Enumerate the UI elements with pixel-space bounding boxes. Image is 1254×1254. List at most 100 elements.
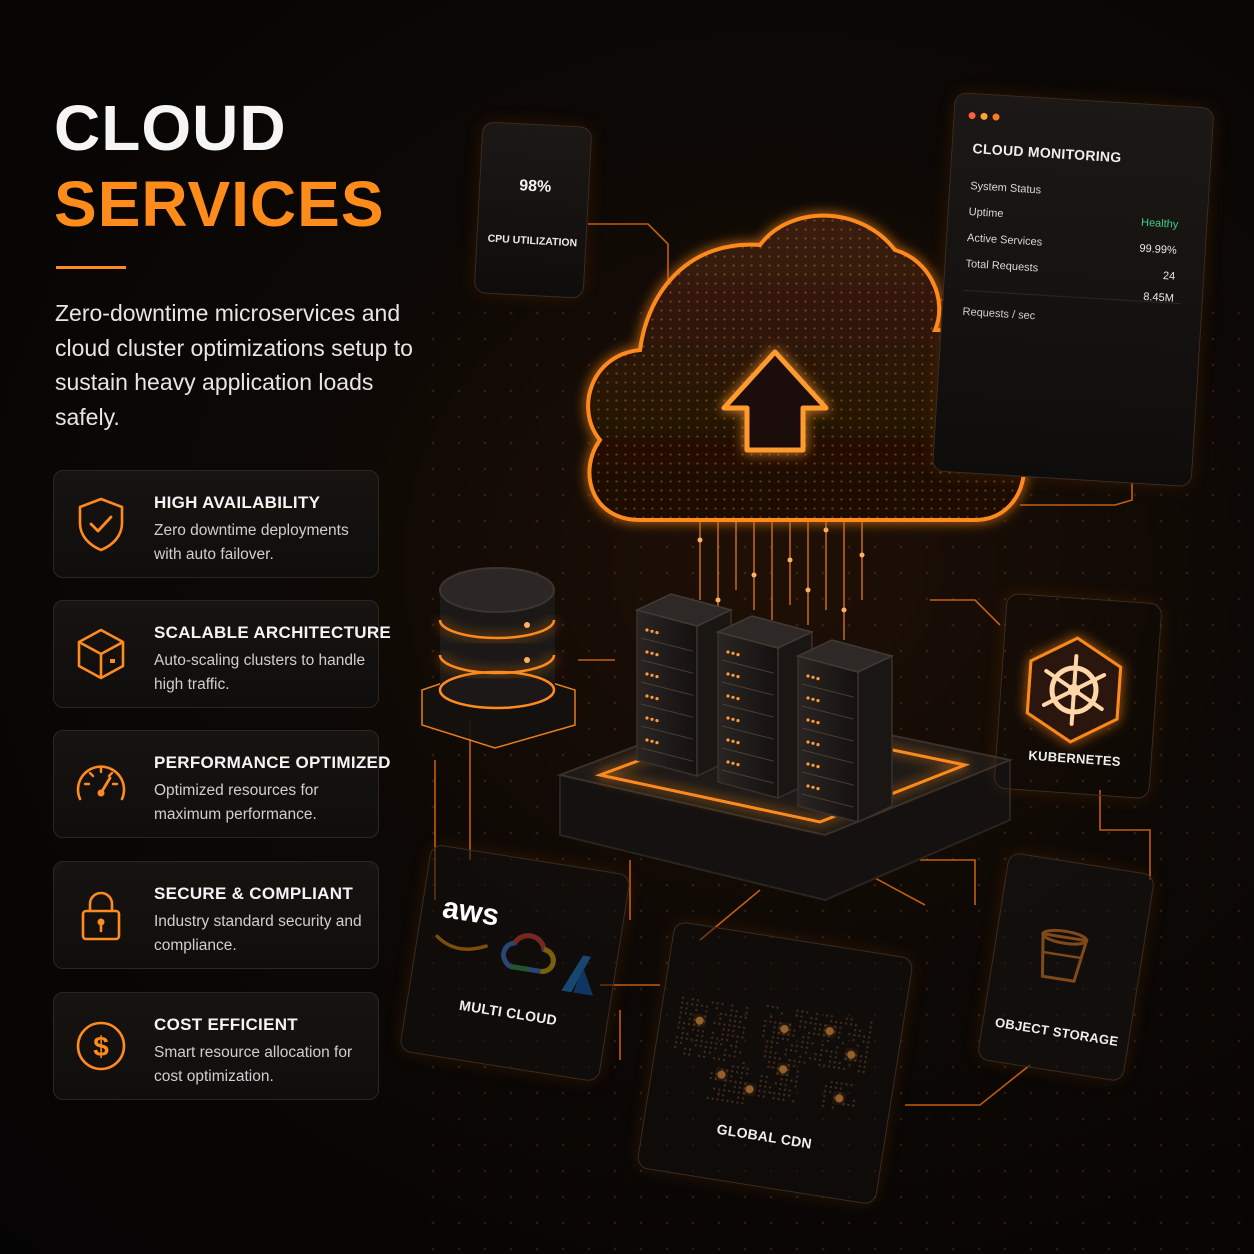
server-led [655,675,659,679]
server-led [811,785,815,789]
map-dot [682,1026,685,1030]
map-dot [674,1045,677,1049]
map-dot [737,1091,741,1094]
map-dot [688,1048,692,1051]
server-rack-side [857,654,893,824]
map-dot [716,1098,719,1101]
map-dot [701,1030,705,1033]
map-dot [770,1045,773,1049]
kubernetes-label: KUBERNETES [1027,747,1122,770]
map-dot [830,1050,833,1053]
server-led [811,719,815,723]
map-dot [768,1086,772,1089]
server-rack-top [634,593,734,627]
server-led [816,743,820,747]
map-dot [788,1028,791,1031]
map-dot [738,1086,741,1089]
map-dot [813,1057,817,1061]
map-dot [858,1065,861,1068]
map-dot [776,1036,780,1040]
map-dot [808,1057,812,1060]
map-dot [721,1033,725,1036]
map-dot [769,1050,772,1054]
map-dot [696,998,700,1002]
map-dot [857,1069,860,1073]
map-dot [721,1002,724,1006]
map-dot [717,1093,720,1096]
map-dot [715,1037,719,1040]
map-dot [828,1090,832,1094]
map-dot [689,1012,692,1016]
feature-description: Auto-scaling clusters to handle high tra… [154,652,366,693]
map-dot [793,1029,796,1032]
cube-icon [77,628,125,680]
map-dot [682,1022,686,1025]
server-rack-front [636,609,698,777]
map-dot [777,1031,780,1035]
map-dot [796,1070,800,1073]
map-dot [733,1055,736,1058]
window-dot [992,113,1000,121]
map-dot [731,1004,734,1007]
map-dot [804,1021,807,1024]
map-dot [784,1053,787,1056]
map-dot [850,1018,853,1021]
row-value: 99.99% [1139,242,1178,257]
map-dot [711,1097,714,1100]
map-dot [741,1066,745,1070]
map-dot [716,1002,719,1005]
map-dot [829,1055,832,1058]
map-dot [864,1055,868,1059]
map-dot [862,1040,865,1043]
map-dot [852,1038,855,1042]
kubernetes-module: KUBERNETES [993,592,1163,800]
row-label: Total Requests [965,257,1039,275]
map-dot [763,1085,767,1088]
map-dot [838,1061,841,1065]
database-icon [421,567,576,749]
map-dot [844,1022,848,1025]
map-dot [713,1021,716,1025]
requests-chart-label: Requests / sec [962,305,1036,323]
server-led [731,695,735,699]
map-dot [777,1097,780,1101]
map-dot [788,1089,792,1092]
map-dot [835,1046,839,1049]
server-led [655,719,659,723]
title-line-2: SERVICES [54,168,385,240]
map-dot [704,1045,707,1049]
map-dot [768,1055,772,1059]
map-dot [741,1036,744,1039]
map-dot [819,1023,822,1026]
map-dot [724,1079,727,1082]
server-led [731,651,735,655]
server-led [816,787,820,791]
map-dot [695,1008,698,1012]
map-dot [839,1021,843,1024]
map-dot [717,1088,721,1091]
map-dot [848,1033,851,1036]
feature-title: HIGH AVAILABILITY [154,493,321,512]
map-dot [761,1034,765,1037]
server-slot-line [801,683,855,698]
server-slot-line [640,681,694,696]
map-dot [834,1056,837,1059]
map-dot [730,1070,734,1073]
map-dot [769,1020,772,1023]
map-dot [863,1035,866,1038]
map-dot [789,1049,793,1052]
padlock-icon [81,891,121,941]
server-led [645,694,649,698]
feature-title: PERFORMANCE OPTIMIZED [154,753,391,772]
server-led [726,738,730,742]
map-dot [845,1083,848,1086]
feature-description: Zero downtime deployments with auto fail… [154,522,349,563]
server-led [736,763,740,767]
map-dot [766,1040,769,1043]
map-dot [714,1077,717,1081]
map-dot [798,1060,801,1063]
map-dot [807,1036,810,1040]
map-dot [809,1021,812,1025]
map-dot [734,1045,738,1048]
server-led [726,672,730,676]
